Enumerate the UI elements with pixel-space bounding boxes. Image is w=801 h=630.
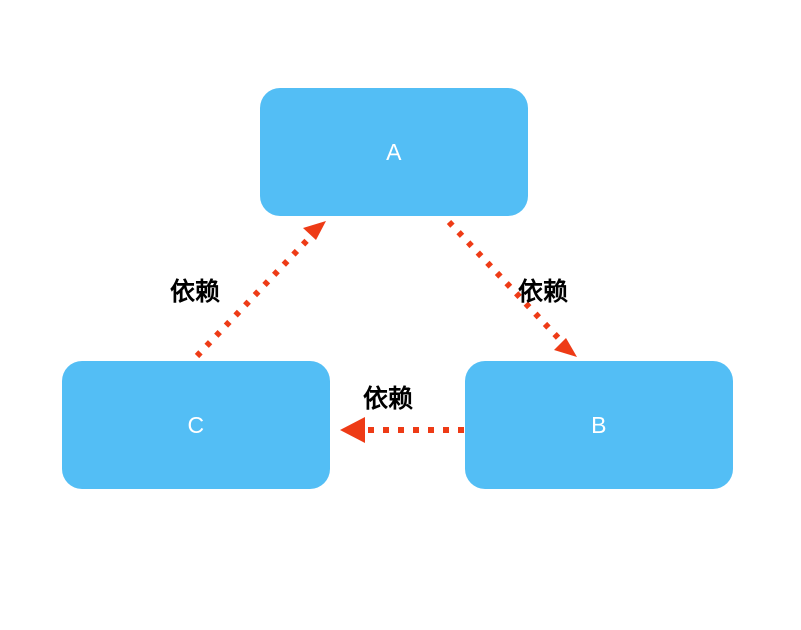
edge-c-to-a-arrowhead bbox=[303, 221, 326, 240]
edge-label-c-to-a: 依赖 bbox=[170, 277, 221, 306]
edge-label-a-to-b: 依赖 bbox=[518, 277, 569, 306]
edge-a-to-b-arrowhead bbox=[554, 338, 577, 357]
node-a-label: A bbox=[386, 138, 402, 165]
edge-b-to-c bbox=[340, 417, 464, 443]
node-c[interactable]: C bbox=[62, 361, 330, 489]
node-b[interactable]: B bbox=[465, 361, 733, 489]
edge-b-to-c-arrowhead bbox=[340, 417, 365, 443]
node-c-label: C bbox=[187, 411, 205, 438]
node-a[interactable]: A bbox=[260, 88, 528, 216]
edge-label-b-to-c: 依赖 bbox=[363, 384, 414, 413]
node-b-label: B bbox=[591, 411, 607, 438]
